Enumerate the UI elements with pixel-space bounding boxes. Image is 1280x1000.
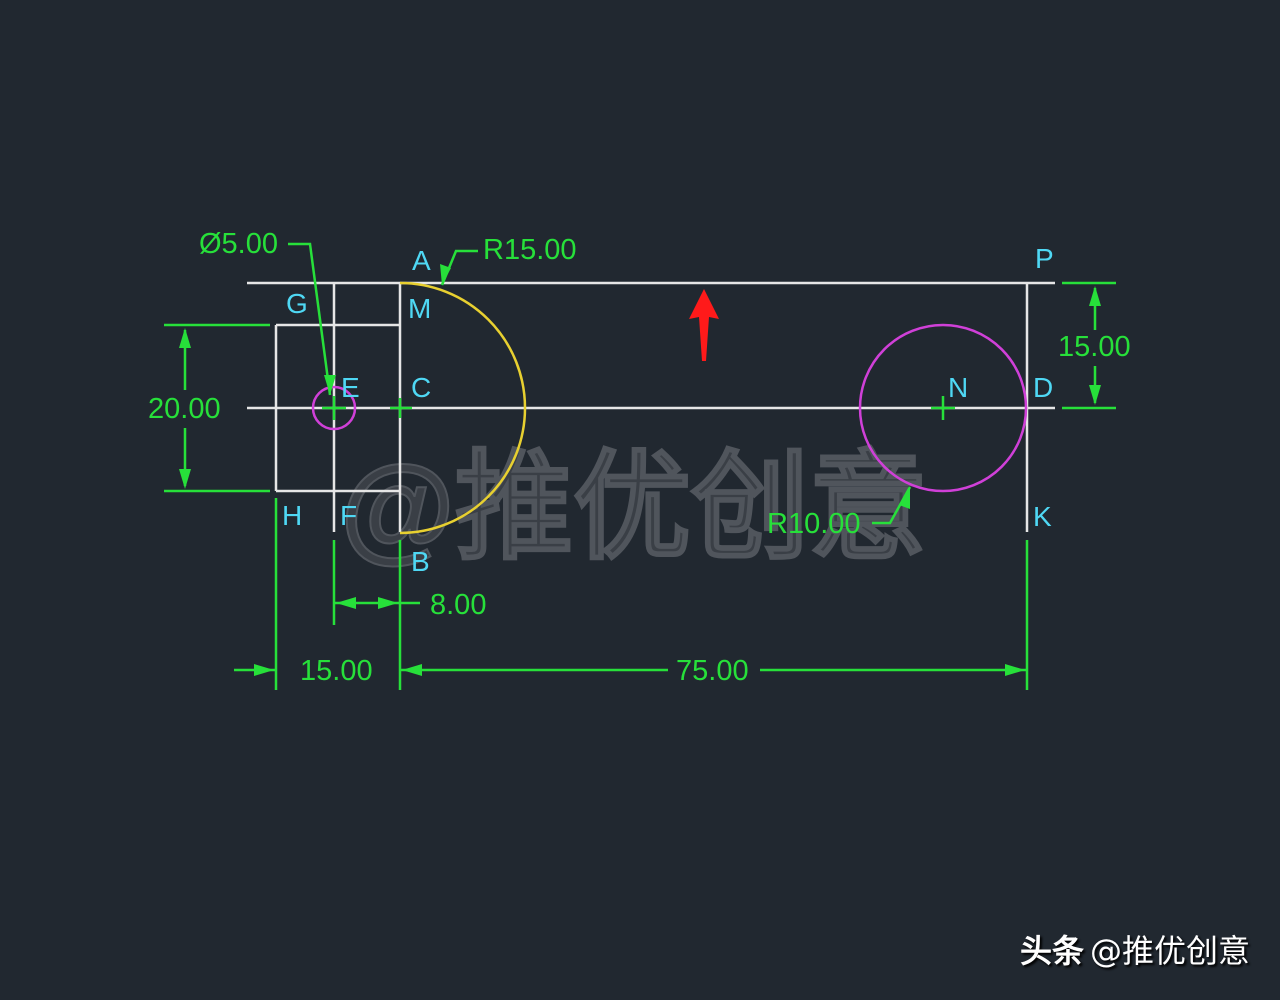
footer-handle: @推优创意 bbox=[1089, 932, 1250, 970]
footer-brand: 头条 bbox=[1019, 932, 1084, 970]
dim-hole-diameter: Ø5.00 bbox=[199, 228, 278, 260]
dim-right-height: 15.00 bbox=[1058, 331, 1131, 363]
point-label-m: M bbox=[408, 293, 431, 324]
dim-left-width: 15.00 bbox=[300, 655, 373, 687]
point-label-d: D bbox=[1033, 372, 1053, 403]
dim-left-height: 20.00 bbox=[148, 393, 221, 425]
point-label-g: G bbox=[286, 288, 308, 319]
point-label-b: B bbox=[411, 546, 430, 577]
arc-r15 bbox=[399, 281, 527, 535]
point-label-k: K bbox=[1033, 501, 1052, 532]
hole-e-circle bbox=[311, 385, 357, 431]
center-marks bbox=[322, 396, 955, 420]
circle-n bbox=[858, 323, 1028, 493]
point-label-c: C bbox=[411, 372, 431, 403]
point-label-a: A bbox=[412, 245, 431, 276]
direction-arrow-up-icon bbox=[689, 289, 719, 361]
watermark: @推优创意 bbox=[340, 442, 927, 574]
point-label-p: P bbox=[1035, 243, 1054, 274]
dim-circle-radius: R10.00 bbox=[767, 508, 861, 540]
dim-arc-radius: R15.00 bbox=[483, 234, 577, 266]
dimension-arrowheads bbox=[179, 264, 1101, 676]
point-label-e: E bbox=[341, 372, 360, 403]
footer-credit: 头条@推优创意 bbox=[1020, 926, 1250, 972]
dim-offset-small: 8.00 bbox=[430, 589, 486, 621]
point-label-f: F bbox=[340, 500, 357, 531]
point-label-h: H bbox=[282, 500, 302, 531]
dim-main-length: 75.00 bbox=[676, 655, 749, 687]
point-label-n: N bbox=[948, 372, 968, 403]
